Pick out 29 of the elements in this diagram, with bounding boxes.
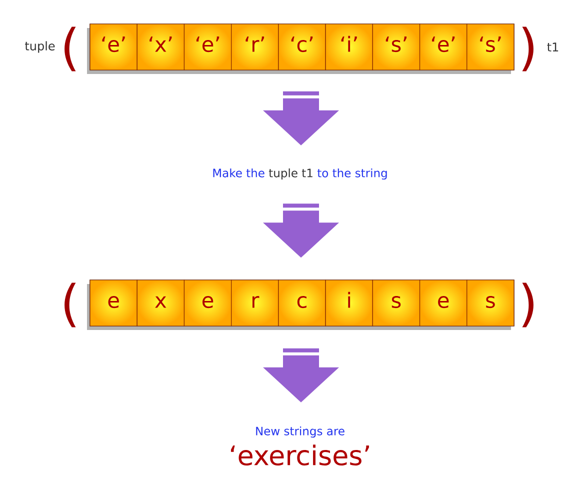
arrow xyxy=(263,204,339,258)
label-text: t1 xyxy=(547,42,558,52)
letter-cell: ‘r’ xyxy=(231,24,279,70)
letter-cell: ‘i’ xyxy=(325,24,373,70)
label-text: tuple xyxy=(25,41,55,53)
letter-cell: ‘x’ xyxy=(136,24,185,70)
letter-cell: e xyxy=(419,280,468,326)
letter-cell: x xyxy=(136,280,185,326)
letter-cell: r xyxy=(231,280,279,326)
letter-cell: e xyxy=(90,280,138,326)
caption-text: Make the tuple t1 to the string xyxy=(213,168,387,180)
letter-cell: ‘c’ xyxy=(278,24,326,70)
letter-cell: ‘e’ xyxy=(419,24,468,70)
letter-cell: ‘e’ xyxy=(90,24,138,70)
bracket: ( xyxy=(64,26,76,72)
letter-cell: i xyxy=(325,280,373,326)
letter-cell: ‘e’ xyxy=(184,24,232,70)
letter-cell: c xyxy=(278,280,326,326)
letter-cell: e xyxy=(184,280,232,326)
result-text: New strings are ‘exercises’ xyxy=(230,426,369,466)
letter-cell: ‘s’ xyxy=(372,24,420,70)
letter-cell: ‘s’ xyxy=(466,24,514,70)
letter-cell: s xyxy=(466,280,514,326)
bracket: ) xyxy=(522,282,534,328)
letter-cell: s xyxy=(372,280,420,326)
bracket: ) xyxy=(522,26,534,72)
bracket: ( xyxy=(64,282,76,328)
arrow xyxy=(263,91,339,146)
arrow xyxy=(263,348,339,402)
